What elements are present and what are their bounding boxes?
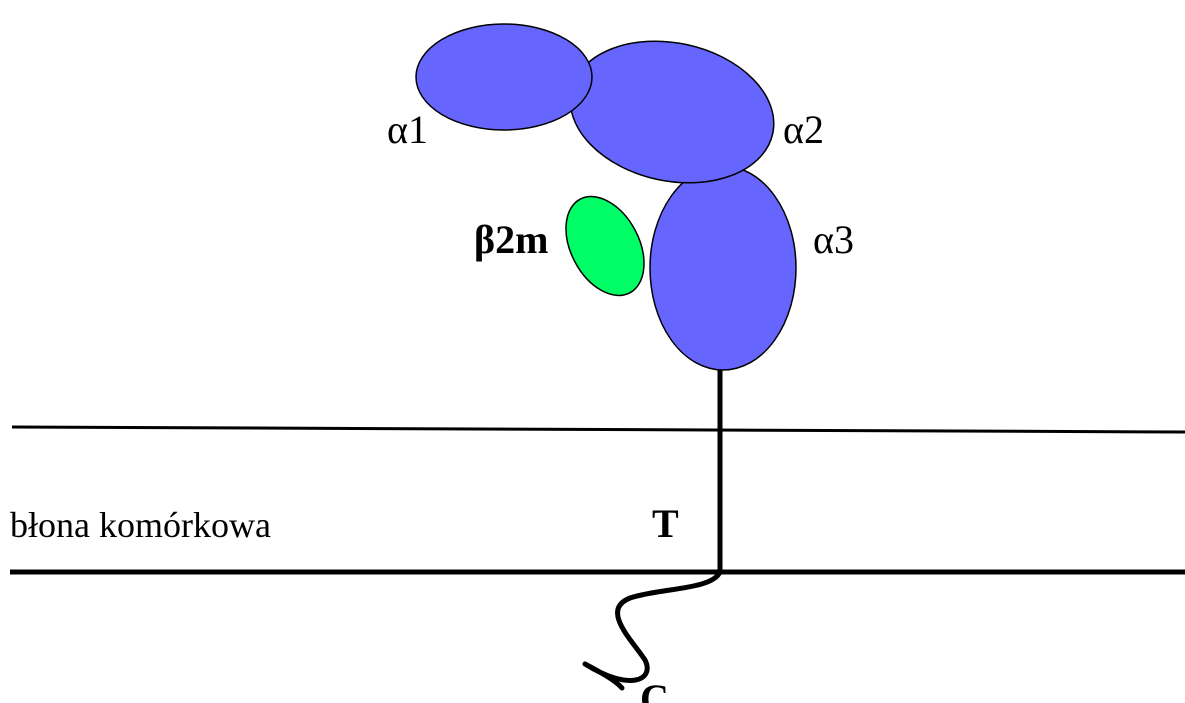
alpha1-domain [415,23,593,131]
alpha3-domain [649,165,797,371]
alpha1-label: α1 [387,107,428,152]
c-terminus-label: C [640,676,669,703]
transmembrane-label: T [652,501,679,546]
alpha3-label: α3 [813,217,854,262]
beta2m-label: β2m [474,217,548,262]
membrane-outer-line [11,425,1185,434]
cytoplasmic-tail [582,569,723,691]
alpha2-label: α2 [783,107,824,152]
membrane-label: błona komórkowa [10,505,271,545]
beta2m-domain [565,195,645,297]
